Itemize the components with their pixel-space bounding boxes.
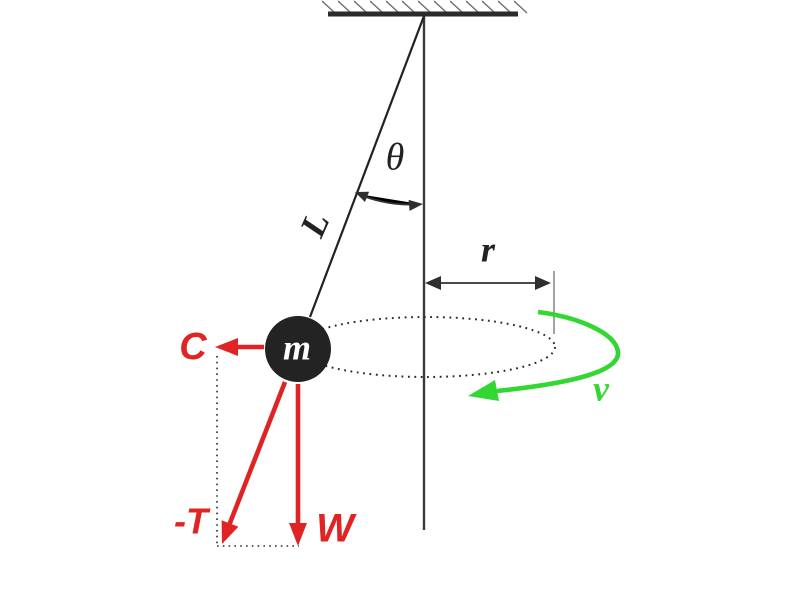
radius-measure-arrow [425,276,551,290]
string-length-label: L [291,206,337,243]
circular-path-ellipse [296,316,556,378]
mass-circle [265,316,331,382]
negative-tension-label: -T [174,501,211,542]
angle-arc [355,191,423,211]
negative-tension-arrow [221,381,288,544]
weight-arrow [289,384,307,546]
radius-label: r [481,229,496,269]
velocity-arrow [468,309,621,401]
pendulum-string [308,15,426,318]
centripetal-force-arrow [215,338,264,356]
angle-label: θ [386,137,405,179]
mass-label: m [283,327,311,367]
ceiling-hatch [321,0,528,14]
vector-construction-dotted-lines [216,356,299,547]
velocity-label: v [593,368,610,408]
centripetal-force-label: C [179,326,207,368]
weight-label: W [316,507,357,551]
